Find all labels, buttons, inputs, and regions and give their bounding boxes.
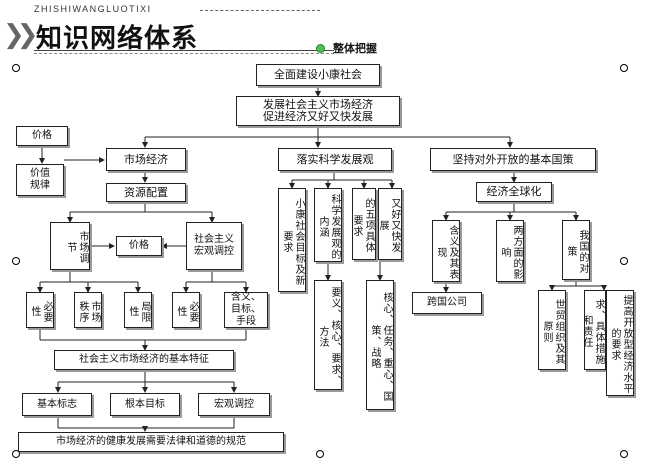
node-china-policy: 我国的对策 [562,220,590,280]
page-title: 知识网络体系 [36,24,199,54]
node-specific-measures: 求、具体措施和责任 [581,290,606,370]
node-meaning-core: 要义、核心、要求、方法 [314,280,342,390]
node-scientific-connotation: 科学发展观的内涵 [314,188,342,262]
node-value-law: 价值 规律 [16,164,64,196]
resize-handle-bottom-mid[interactable] [316,450,324,458]
node-macro-regulation: 宏观调控 [198,393,270,416]
node-limitation: 局限性 [124,292,152,328]
node-open-economy: 提高开放型经济水平的要求 [606,290,634,396]
node-resource-allocation: 资源配置 [106,183,186,202]
node-globalization: 经济全球化 [476,182,552,202]
resize-handle-bottom-left[interactable] [12,450,20,458]
node-multinational: 跨国公司 [412,292,482,314]
resize-handle-bottom-right[interactable] [620,450,628,458]
header-subtitle: ZHISHIWANGLUOTIXI [34,4,152,14]
resize-handle-top-left[interactable] [12,64,20,72]
node-meaning-goals-means: 含义、 目标、 手段 [224,292,268,328]
node-price-top: 价格 [16,126,68,146]
section-badge: 整体把握 [333,42,377,55]
resize-handle-top-right[interactable] [620,64,628,72]
node-basic-features: 社会主义市场经济的基本特征 [54,350,234,370]
green-dot-icon [316,44,325,53]
resize-handle-mid-right[interactable] [620,257,628,265]
header-dashed-rule [200,10,320,11]
node-law-morality: 市场经济的健康发展需要法律和道德的规范 [18,432,284,452]
header-underline [34,50,334,51]
node-two-sides: 两方面的影响 [496,220,524,282]
node-market-order: 市场秩序 [74,292,102,328]
node-five-requirements: 的五项具体要求 [351,188,376,260]
node-opening-up: 坚持对外开放的基本国策 [430,148,596,171]
node-price-mid: 价格 [116,236,162,256]
node-market-regulation: 市场调节 [50,222,90,270]
node-implement-scientific: 落实科学发展观 [278,148,392,171]
node-fundamental-goal: 根本目标 [110,393,180,416]
resize-handle-mid-left[interactable] [12,257,20,265]
node-core-tasks: 核心、任务、重心、国策、战略 [366,280,394,410]
node-wto-rules: 世贸组织及其原则 [538,290,566,370]
node-root: 全面建设小康社会 [256,64,380,86]
node-macro-control: 社会主义 宏观调控 [186,222,242,270]
node-necessity-left: 必要性 [26,292,54,328]
node-basic-sign: 基本标志 [22,393,92,416]
header-dashed-underline [34,53,334,54]
node-market-economy: 市场经济 [106,148,186,171]
node-necessity-right: 必要性 [172,292,200,328]
node-meaning-forms: 含义及其表现 [432,220,460,282]
node-fast-development: 又好又快发展 [377,188,402,260]
node-xiaokang-goals: 小康社会目标及新要求 [278,188,306,292]
node-level2: 发展社会主义市场经济 促进经济又好又快发展 [236,96,400,126]
